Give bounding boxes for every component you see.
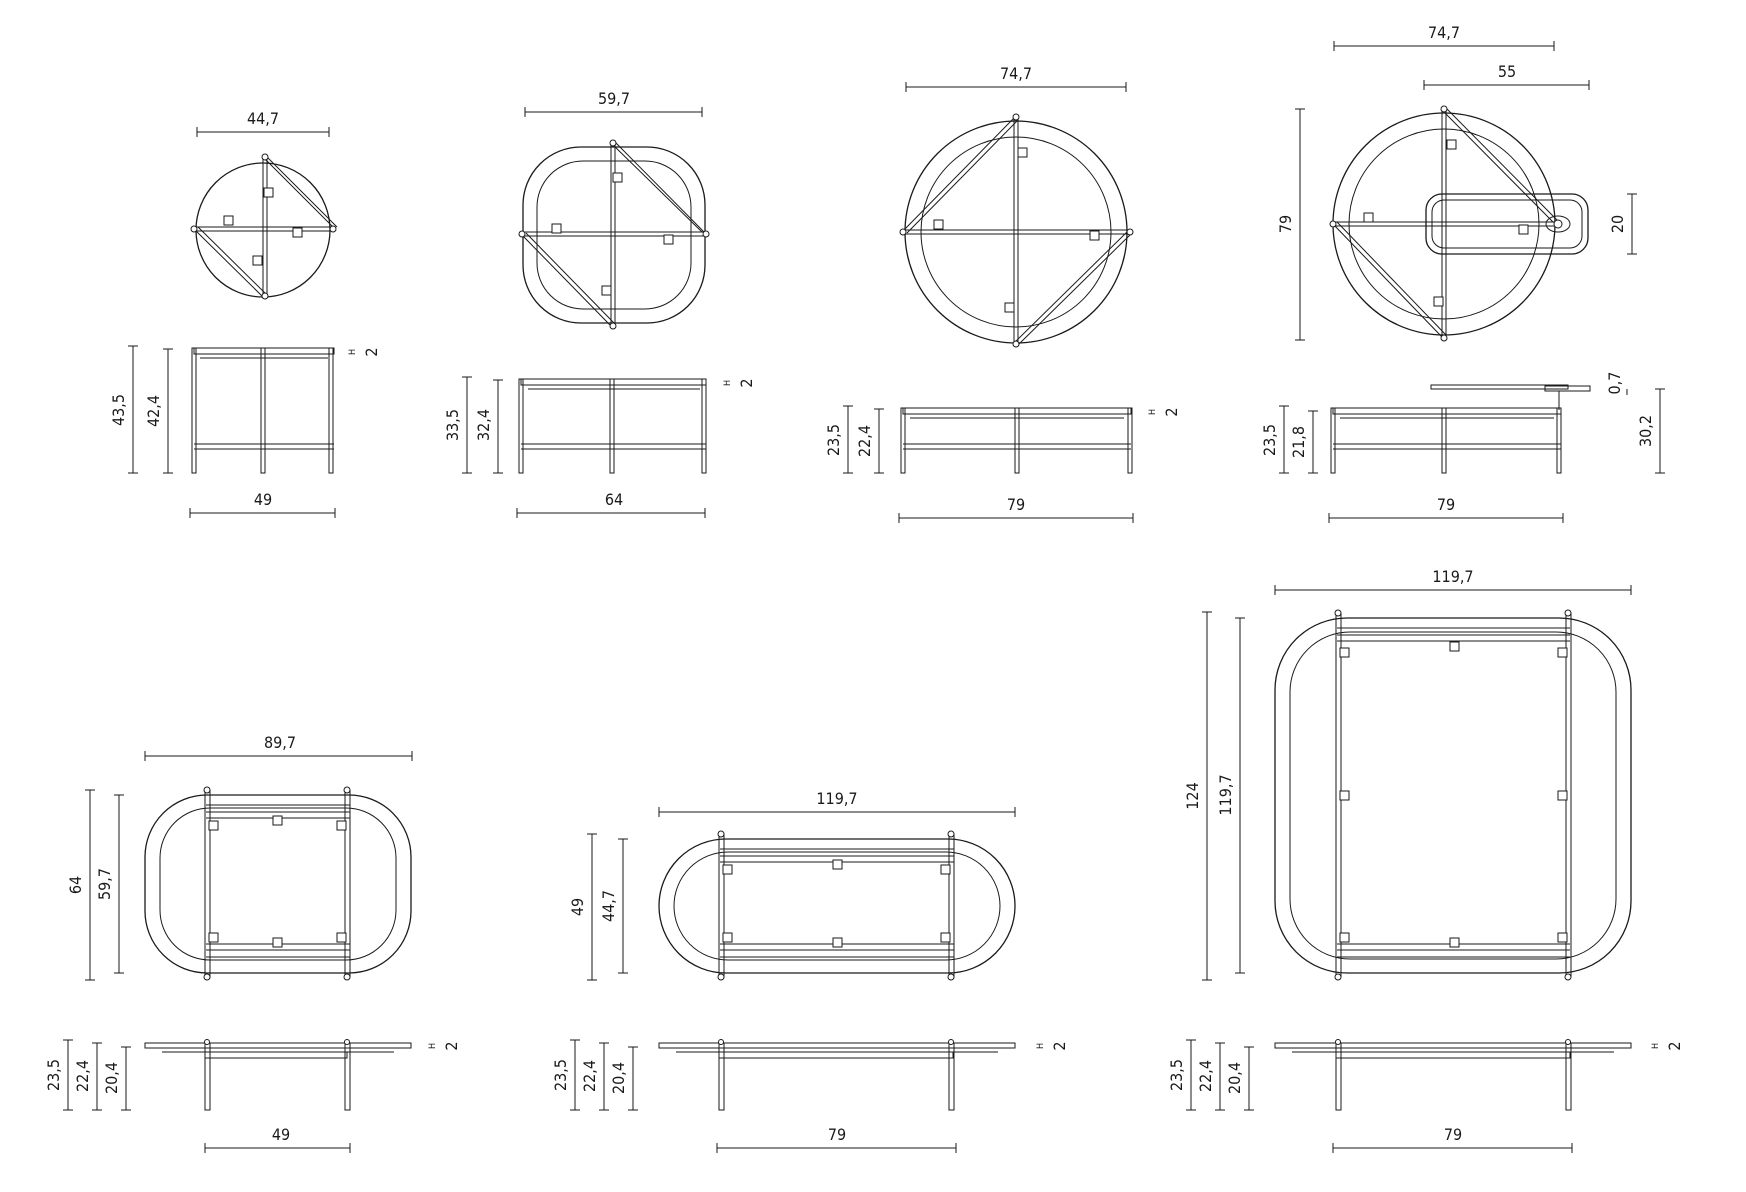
t6-top-thickness-label: 2 [1050, 1041, 1069, 1050]
t3-height-marker: H [1148, 409, 1158, 415]
t7-inner-depth-label: 119,7 [1216, 774, 1235, 815]
t2-top-width-label: 59,7 [598, 89, 630, 108]
t1-top-thickness-label: 2 [362, 347, 381, 356]
t5-top-thickness-label: 2 [442, 1041, 461, 1050]
t5-side-width-label: 49 [272, 1125, 290, 1144]
t5-total-height-label: 23,5 [44, 1059, 63, 1091]
t3-inner-height-label: 22,4 [855, 425, 874, 457]
t7-side-width-label: 79 [1444, 1125, 1462, 1144]
t6-total-height-label: 23,5 [551, 1059, 570, 1091]
t2-height-marker: H [723, 380, 733, 386]
t1-top-width-label: 44,7 [247, 109, 279, 128]
t5-inner-height-label: 20,4 [102, 1062, 121, 1094]
t1-side-width-label: 49 [254, 490, 272, 509]
t6-inner-depth-label: 44,7 [599, 890, 618, 922]
t6-plan-view: 119,7 49 44,7 [568, 789, 1016, 981]
drawing-t6: 119,7 49 44,7 [551, 789, 1069, 1153]
t6-side-width-label: 79 [828, 1125, 846, 1144]
t2-side-width-label: 64 [605, 490, 623, 509]
t6-mid-height-label: 22,4 [580, 1060, 599, 1092]
t1-plan-view: 44,7 [190, 109, 338, 300]
t7-elevation-view: 79 23,5 22,4 20,4 H 2 [1167, 1039, 1684, 1153]
t7-inner-height-label: 20,4 [1225, 1062, 1244, 1094]
drawing-t4: 74,7 55 79 [1260, 23, 1665, 523]
t6-inner-height-label: 20,4 [609, 1062, 628, 1094]
t6-top-depth-label: 49 [568, 898, 587, 916]
t3-top-thickness-label: 2 [1162, 407, 1181, 416]
drawing-t3: 74,7 [824, 64, 1181, 523]
t4-tray-thickness-label: 0,7 [1605, 372, 1624, 395]
t1-height-marker: H [348, 349, 358, 355]
t4-inner-height-label: 21,8 [1289, 426, 1308, 458]
t4-elevation-view: 79 23,5 21,8 0,7 30,2 [1260, 372, 1665, 523]
t4-top-depth-label: 79 [1276, 215, 1295, 233]
drawing-t1: 44,7 [109, 109, 381, 518]
t7-plan-view: 119,7 124 119,7 [1183, 567, 1632, 981]
t3-top-width-label: 74,7 [1000, 64, 1032, 83]
t2-plan-view: 59,7 [518, 89, 710, 330]
t3-side-width-label: 79 [1007, 495, 1025, 514]
t5-elevation-view: 49 23,5 22,4 20,4 H 2 [44, 1039, 461, 1153]
t5-mid-height-label: 22,4 [73, 1060, 92, 1092]
drawing-t5: 89,7 64 59,7 [44, 733, 461, 1153]
t6-height-marker: H [1036, 1043, 1046, 1049]
drawing-t7: 119,7 124 119,7 [1167, 567, 1684, 1153]
t5-plan-view: 89,7 64 59,7 [66, 733, 413, 981]
t2-elevation-view: 64 33,5 32,4 H 2 [443, 376, 756, 518]
t2-inner-height-label: 32,4 [474, 409, 493, 441]
t2-total-height-label: 33,5 [443, 409, 462, 441]
t6-top-width-label: 119,7 [816, 789, 857, 808]
t3-elevation-view: 79 23,5 22,4 H 2 [824, 405, 1181, 523]
t4-tray-depth-label: 20 [1608, 215, 1627, 233]
t4-top-width-label: 74,7 [1428, 23, 1460, 42]
t7-top-depth-label: 124 [1183, 782, 1202, 809]
t5-top-width-label: 89,7 [264, 733, 296, 752]
t7-total-height-label: 23,5 [1167, 1059, 1186, 1091]
t1-elevation-view: 49 43,5 42,4 H 2 [109, 345, 381, 518]
drawing-t2: 59,7 [443, 89, 756, 518]
t7-top-thickness-label: 2 [1665, 1041, 1684, 1050]
t7-top-width-label: 119,7 [1432, 567, 1473, 586]
t3-total-height-label: 23,5 [824, 424, 843, 456]
t4-side-width-label: 79 [1437, 495, 1455, 514]
t5-top-depth-label: 64 [66, 876, 85, 894]
t4-tray-height-label: 30,2 [1636, 415, 1655, 447]
t5-height-marker: H [428, 1043, 438, 1049]
t4-tray-width-label: 55 [1498, 62, 1516, 81]
t7-height-marker: H [1651, 1043, 1661, 1049]
t1-total-height-label: 43,5 [109, 394, 128, 426]
t5-inner-depth-label: 59,7 [95, 868, 114, 900]
t6-elevation-view: 79 23,5 22,4 20,4 H 2 [551, 1039, 1069, 1153]
t4-total-height-label: 23,5 [1260, 424, 1279, 456]
t4-plan-view: 74,7 55 79 [1276, 23, 1637, 342]
t2-top-thickness-label: 2 [737, 378, 756, 387]
t1-inner-height-label: 42,4 [144, 395, 163, 427]
t3-plan-view: 74,7 [899, 64, 1134, 348]
t7-mid-height-label: 22,4 [1196, 1060, 1215, 1092]
